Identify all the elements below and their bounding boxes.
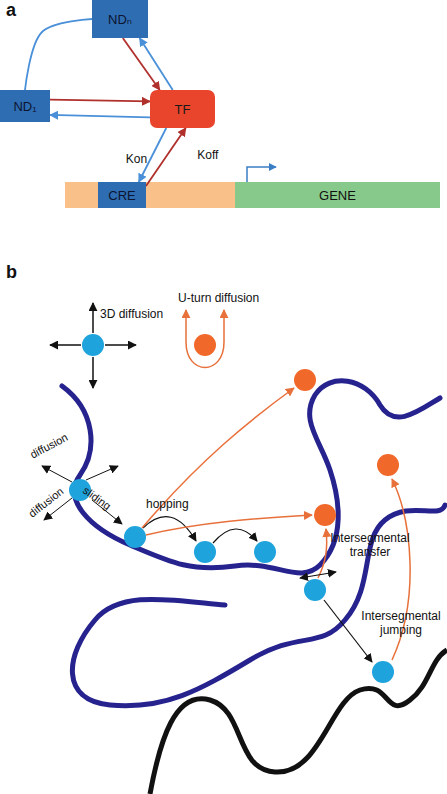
- factor-box: ND₁: [0, 90, 50, 122]
- factor-box: NDₙ: [92, 0, 148, 38]
- mode-label: Intersegmental transfer: [320, 532, 420, 560]
- gene-box: GENE: [235, 182, 440, 208]
- hopping-arrow: [213, 529, 257, 543]
- protein-circle: [304, 579, 326, 601]
- promoter-band: [65, 182, 235, 208]
- protein-circle: [254, 541, 276, 563]
- mode-label: U-turn diffusion: [178, 292, 288, 306]
- dna-strand: [62, 381, 440, 573]
- connector-arrow: [50, 100, 150, 102]
- dissociation-arrow: [146, 515, 312, 535]
- node-label: ND₁: [13, 99, 36, 114]
- node-label: TF: [175, 102, 191, 117]
- diffusion-arrow: [50, 344, 81, 346]
- protein-circle: [372, 661, 394, 683]
- protein-circle: [194, 541, 216, 563]
- cre-box: CRE: [98, 182, 146, 208]
- node-label: NDₙ: [108, 12, 132, 27]
- dissociation-arrow: [142, 388, 294, 528]
- diffusion-arrow: [86, 466, 118, 480]
- tss-arrow: [247, 167, 276, 182]
- connector-arrow: [140, 38, 173, 90]
- protein-circle: [82, 334, 104, 356]
- rate-label: Kon: [126, 152, 147, 166]
- transfer-arrow: [300, 572, 336, 578]
- diffusion-arrow: [105, 344, 136, 346]
- node-label: GENE: [319, 188, 356, 203]
- protein-circle: [377, 454, 399, 476]
- diffusion-arrow: [92, 357, 94, 388]
- dna-strand: [150, 650, 447, 794]
- node-label: CRE: [108, 188, 135, 203]
- protein-circle: [124, 526, 146, 548]
- connector-arrow: [50, 115, 150, 117]
- mode-label: Intersegmental jumping: [356, 610, 446, 638]
- mode-label: hopping: [146, 498, 206, 512]
- panel-letter: b: [6, 262, 26, 283]
- mode-label: 3D diffusion: [100, 308, 180, 322]
- mode-label: diffusion: [28, 422, 87, 461]
- hopping-arrow: [143, 517, 196, 541]
- dna-strand: [72, 505, 445, 706]
- tf-box: TF: [150, 90, 215, 128]
- panel-letter: a: [6, 0, 26, 21]
- protein-circle: [314, 504, 336, 526]
- diffusion-arrow: [42, 466, 72, 482]
- rate-label: Koff: [197, 148, 218, 162]
- protein-circle: [294, 369, 316, 391]
- connector-arrow: [25, 19, 92, 90]
- diffusion-arrow: [92, 303, 94, 333]
- protein-circle: [194, 334, 216, 356]
- connector-arrow: [123, 38, 160, 90]
- connector-arrow: [146, 128, 186, 186]
- dissociation-arrow: [318, 529, 327, 578]
- uturn-arrow: [186, 310, 224, 368]
